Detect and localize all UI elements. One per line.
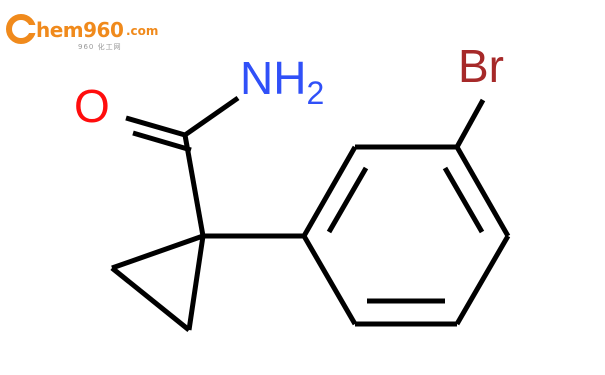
bond-benzene-inner-2 xyxy=(442,166,485,234)
bond-lines xyxy=(110,95,511,332)
bond-benzene-inner-1 xyxy=(326,166,369,234)
bond-ring-to-carbonyl xyxy=(182,134,206,237)
bond-cyclopropane-c xyxy=(186,235,206,331)
watermark-domain: .com xyxy=(126,24,159,38)
atom-nitrogen-label: NH2 xyxy=(240,52,324,111)
bond-benzene-6 xyxy=(301,234,358,326)
atom-bromine-label: Br xyxy=(458,40,504,92)
atom-oxygen-label: O xyxy=(74,80,110,132)
atom-nitrogen-nh: NH xyxy=(240,52,306,104)
watermark-logo-text: hem960 xyxy=(36,18,124,42)
atom-nitrogen-subscript: 2 xyxy=(306,75,324,111)
bond-carbonyl-double-1 xyxy=(125,115,186,138)
bond-carbonyl-nitrogen xyxy=(183,95,240,138)
watermark-subtext: 960 化工网 xyxy=(78,43,122,51)
bond-carbonyl-double-2 xyxy=(132,130,192,153)
bond-benzene-1 xyxy=(301,145,358,238)
watermark-logo: hem960 .com 960 化工网 xyxy=(6,14,166,54)
chem-c-logo-icon xyxy=(6,14,36,44)
bond-benzene-3 xyxy=(454,145,511,238)
bond-cyclopropane-a xyxy=(111,233,204,271)
bond-cyclopropane-b xyxy=(110,266,191,332)
bond-benzene-4 xyxy=(454,234,511,326)
bond-aryl-bromine xyxy=(454,98,486,149)
